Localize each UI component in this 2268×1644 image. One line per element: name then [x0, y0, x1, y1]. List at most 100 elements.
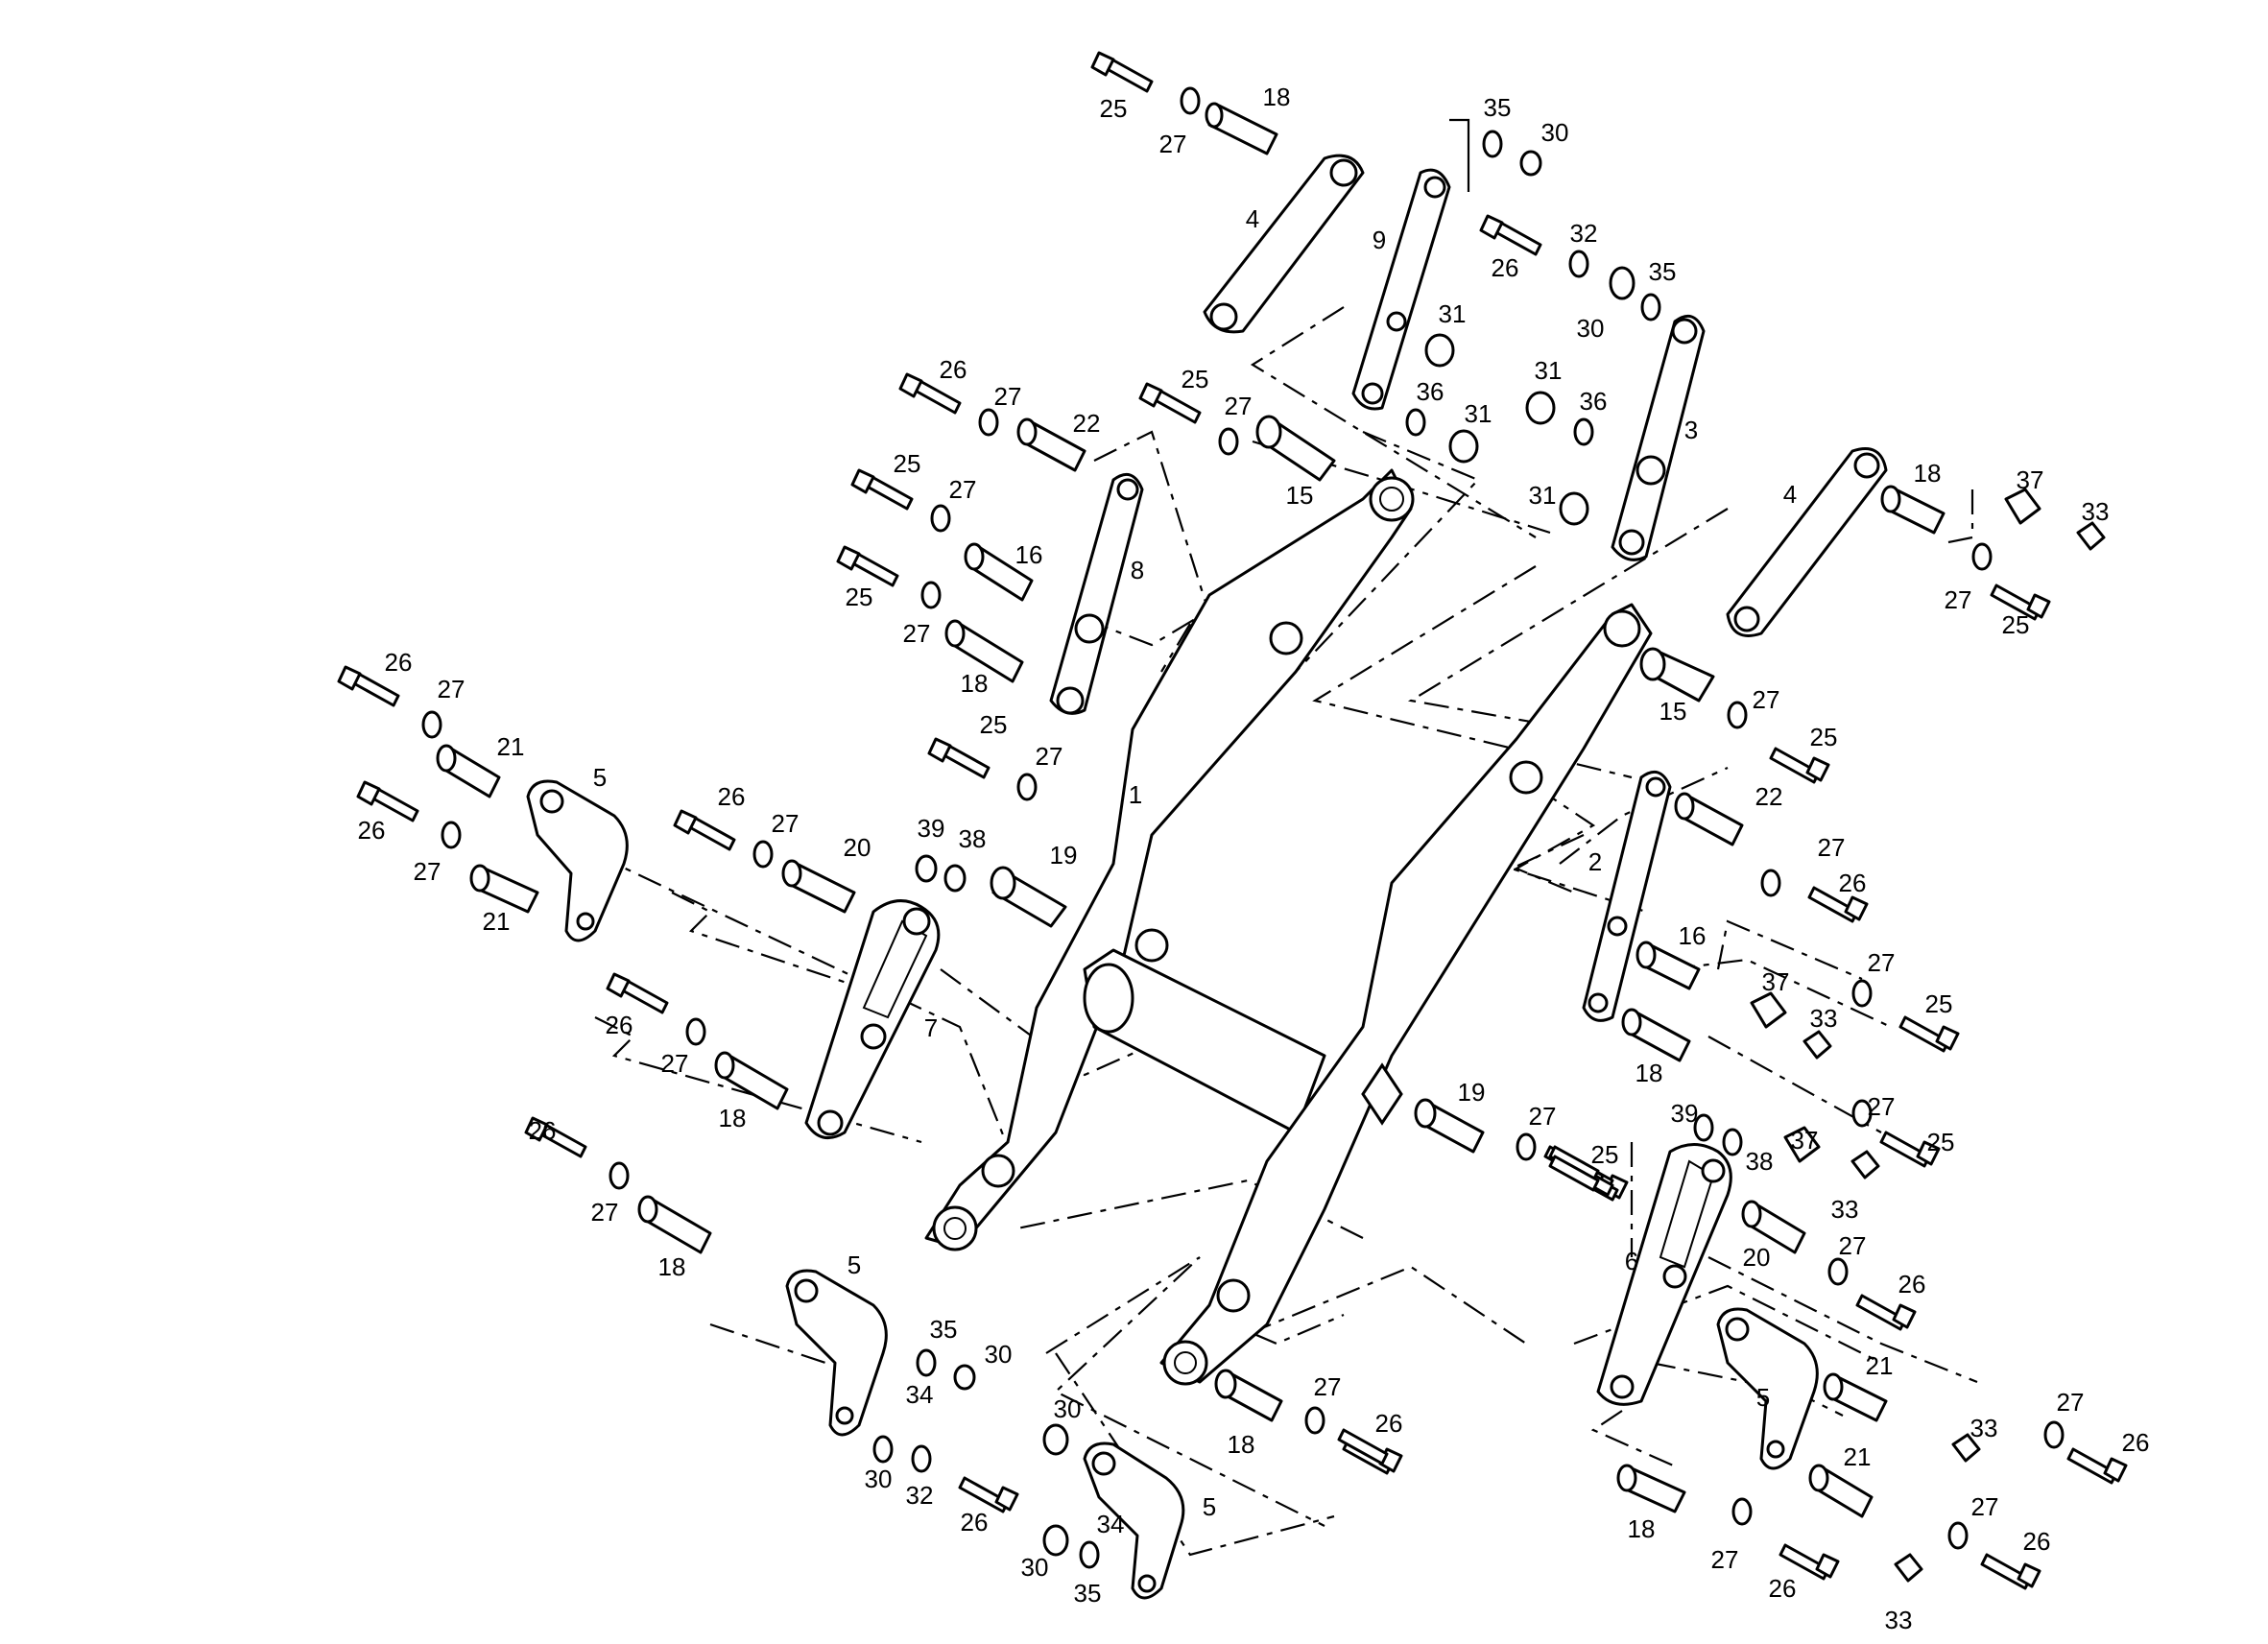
label-5: 5	[593, 763, 607, 792]
label-18: 18	[658, 1252, 686, 1281]
label-27: 27	[1839, 1231, 1867, 1260]
label-26: 26	[1898, 1270, 1926, 1299]
label-21: 21	[1844, 1442, 1872, 1471]
label-26: 26	[2122, 1428, 2150, 1457]
plate-8	[1049, 472, 1144, 715]
label-16: 16	[1679, 921, 1707, 950]
label-26: 26	[718, 782, 746, 811]
bolts	[337, 51, 2128, 1590]
label-33: 33	[1885, 1606, 1913, 1634]
boom-arm-right	[1159, 603, 1653, 1386]
label-26: 26	[529, 1116, 557, 1145]
label-32: 32	[906, 1481, 934, 1510]
label-33: 33	[1831, 1195, 1859, 1224]
label-27: 27	[949, 475, 977, 504]
label-27: 27	[591, 1198, 619, 1227]
label-31: 31	[1535, 356, 1563, 385]
label-18: 18	[1628, 1514, 1656, 1543]
label-2: 2	[1588, 847, 1602, 876]
label-39: 39	[918, 814, 945, 843]
label-26: 26	[358, 816, 386, 845]
plate-5-lower-center	[1083, 1441, 1185, 1600]
label-37: 37	[1762, 967, 1790, 996]
label-27: 27	[1159, 130, 1187, 158]
label-37: 37	[2017, 465, 2044, 494]
label-1: 1	[1129, 780, 1142, 809]
label-9: 9	[1373, 226, 1386, 254]
label-8: 8	[1131, 556, 1144, 584]
label-25: 25	[2002, 610, 2030, 639]
label-30: 30	[1577, 314, 1605, 343]
label-25: 25	[1810, 723, 1838, 751]
label-31: 31	[1465, 399, 1492, 428]
label-16: 16	[1015, 540, 1043, 569]
label-18: 18	[1228, 1430, 1255, 1459]
label-18: 18	[1635, 1059, 1663, 1087]
label-19: 19	[1458, 1078, 1486, 1107]
plate-7	[804, 899, 941, 1140]
label-6: 6	[1625, 1247, 1638, 1275]
label-22: 22	[1073, 409, 1101, 438]
label-26: 26	[1769, 1574, 1797, 1603]
label-18: 18	[719, 1104, 747, 1132]
label-27: 27	[772, 809, 800, 838]
label-25: 25	[1927, 1128, 1955, 1156]
plate-5-right	[1716, 1307, 1819, 1470]
label-27: 27	[414, 857, 442, 886]
label-18: 18	[1914, 459, 1942, 488]
label-34: 34	[1097, 1510, 1125, 1538]
label-21: 21	[497, 732, 525, 761]
label-25: 25	[980, 710, 1008, 739]
label-5: 5	[848, 1251, 861, 1279]
plate-6	[1596, 1143, 1732, 1406]
label-26: 26	[1375, 1409, 1403, 1438]
label-38: 38	[1746, 1147, 1774, 1176]
link-4-right	[1726, 447, 1888, 637]
label-35: 35	[1074, 1579, 1102, 1608]
label-25: 25	[894, 449, 921, 478]
label-35: 35	[1649, 257, 1677, 286]
label-26: 26	[2023, 1527, 2051, 1556]
label-25: 25	[846, 583, 873, 611]
label-33: 33	[1970, 1414, 1998, 1442]
label-26: 26	[606, 1011, 633, 1039]
label-7: 7	[924, 1013, 938, 1042]
label-18: 18	[961, 669, 989, 698]
label-18: 18	[1263, 83, 1291, 111]
label-27: 27	[1753, 685, 1780, 714]
plate-3	[1611, 314, 1706, 561]
label-36: 36	[1417, 377, 1444, 406]
plate-2	[1582, 770, 1672, 1022]
label-27: 27	[1711, 1545, 1739, 1574]
label-38: 38	[959, 824, 987, 853]
washers	[421, 86, 2106, 1583]
label-27: 27	[1036, 742, 1063, 771]
label-30: 30	[1021, 1553, 1049, 1582]
label-31: 31	[1529, 481, 1557, 510]
label-34: 34	[906, 1380, 934, 1409]
label-30: 30	[1054, 1394, 1082, 1423]
label-32: 32	[1570, 219, 1598, 248]
label-5: 5	[1756, 1383, 1770, 1412]
boom-arm-left	[924, 468, 1415, 1251]
label-30: 30	[865, 1465, 893, 1493]
pins	[436, 102, 1946, 1518]
label-26: 26	[961, 1508, 989, 1537]
label-25: 25	[1182, 365, 1209, 393]
label-36: 36	[1580, 387, 1608, 416]
label-15: 15	[1659, 697, 1687, 726]
label-31: 31	[1439, 299, 1467, 328]
label-27: 27	[1225, 392, 1253, 420]
label-33: 33	[1810, 1004, 1838, 1033]
label-27: 27	[1314, 1372, 1342, 1401]
label-25: 25	[1100, 94, 1128, 123]
label-21: 21	[1866, 1351, 1894, 1380]
label-25: 25	[1591, 1140, 1619, 1169]
label-22: 22	[1755, 782, 1783, 811]
label-27: 27	[903, 619, 931, 648]
label-26: 26	[940, 355, 967, 384]
label-27: 27	[994, 382, 1022, 411]
label-27: 27	[438, 675, 466, 703]
label-27: 27	[1971, 1492, 1999, 1521]
